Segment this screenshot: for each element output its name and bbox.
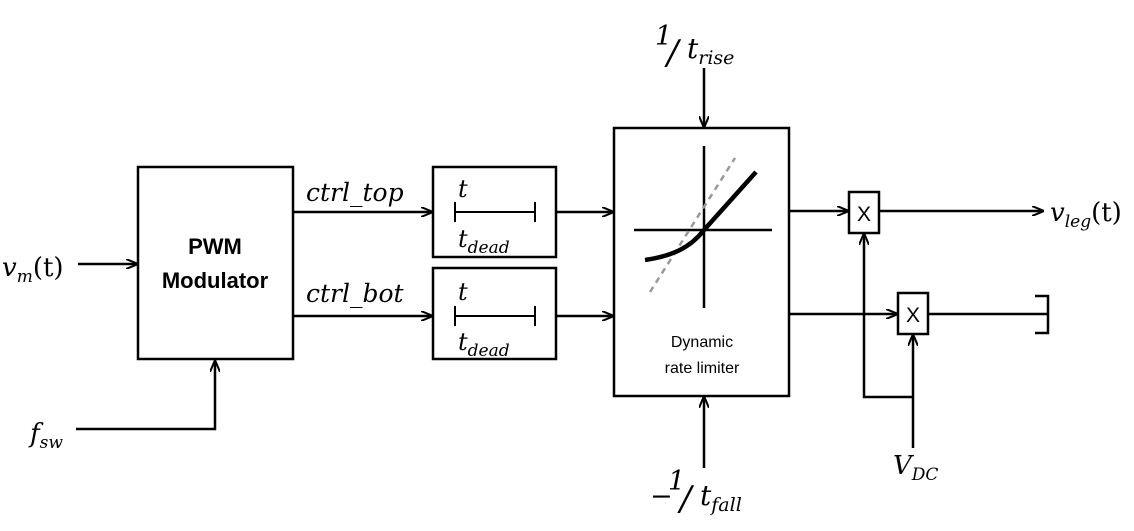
vdc-to-mult1-arrow [864,234,913,399]
ctrl-top-label: ctrl_top [306,178,404,207]
limiter-label-line1: Dynamic [671,334,733,351]
fall-num: 1 [668,466,685,497]
fsw-arrow [76,361,215,431]
pwm-label-line2: Modulator [162,268,269,293]
pwm-label-line1: PWM [188,234,242,259]
rate-limiter-block [612,126,791,398]
dead-bot-t: t [458,278,468,306]
fsw-label: fsw [28,419,63,453]
limiter-label-line2: rate limiter [665,360,740,377]
rise-denominator: trise [687,32,734,69]
vleg-label: vleg(t) [1050,198,1122,232]
ctrl-bot-label: ctrl_bot [306,279,405,308]
fall-minus: − [650,481,673,512]
fall-denominator: tfall [700,479,742,516]
pwm-modulator-block [136,165,295,361]
dead-bot-tdead: tdead [458,328,510,361]
limiter-ideal-curve [648,157,737,293]
rise-num: 1 [655,21,672,52]
terminator-bracket [1035,294,1050,335]
multiplier-top-symbol: X [857,203,871,226]
dead-top-tdead: tdead [458,225,510,258]
limiter-curve [644,170,758,263]
dead-top-t: t [458,175,468,203]
vdc-label: VDC [893,451,938,485]
fall-slash: / [677,479,695,519]
rise-slash: / [664,33,682,73]
vm-label: vm(t) [2,253,64,287]
multiplier-bottom-symbol: X [906,304,920,327]
